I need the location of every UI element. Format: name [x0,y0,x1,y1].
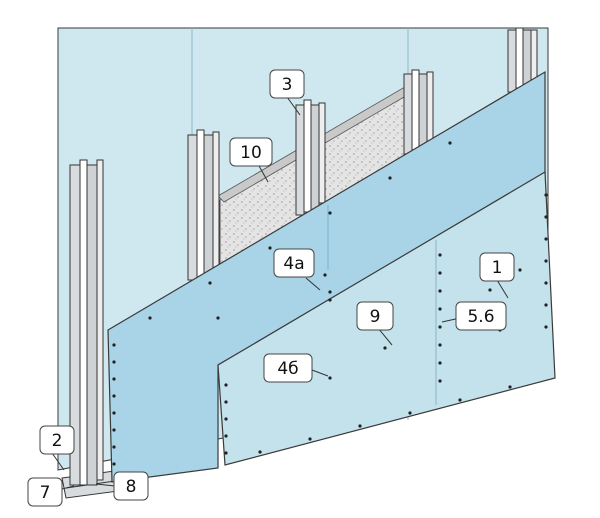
screw [224,400,228,404]
screw [438,307,442,311]
screw [112,462,116,466]
callout-label: 1 [492,258,503,278]
screw [438,361,442,365]
screw [258,450,262,454]
callout-label: 3 [282,75,293,95]
screw [438,289,442,293]
screw [438,379,442,383]
screw [518,268,522,272]
screw [112,360,116,364]
callout-4a: 4a [273,248,315,278]
callout-label: 8 [126,477,137,497]
screw [544,193,548,197]
screw [328,211,332,215]
screw [112,445,116,449]
screw [438,325,442,329]
screw [438,271,442,275]
screw [328,298,332,302]
callout-5-6: 5.6 [455,301,507,331]
screw [224,383,228,387]
leader-line [257,163,269,183]
callout-label: 4б [277,359,298,379]
callout-8: 8 [113,471,149,501]
metal-studs [69,27,538,486]
screw [488,288,492,292]
leader-line [496,279,509,299]
callout-label: 7 [40,483,51,503]
screw [544,215,548,219]
screw [544,237,548,241]
callout-label: 2 [52,431,63,451]
callout-4b: 4б [263,353,313,383]
screw [508,385,512,389]
screw [148,316,152,320]
callout-label: 4a [283,254,304,274]
leader-line [305,277,321,291]
callout-2: 2 [39,425,75,455]
screw [544,281,548,285]
screw [224,417,228,421]
stud [69,159,104,486]
screw [388,176,392,180]
screw [112,428,116,432]
screw [112,377,116,381]
leader-line [377,327,393,346]
screw [438,253,442,257]
callout-7: 7 [27,477,63,507]
stud [507,27,538,93]
callout-1: 1 [479,252,515,282]
leader-line [95,483,116,487]
screw [544,303,548,307]
callout-labels: 1 2 3 4a 4б 5.6 7 8 [27,69,515,507]
callout-9: 9 [356,301,394,331]
callout-10: 10 [229,137,273,167]
leader-line [311,369,329,377]
screw [358,424,362,428]
screw [112,411,116,415]
stud [295,99,326,216]
stud [187,129,220,281]
screw [408,411,412,415]
screw [328,290,332,294]
screw-fasteners [112,141,548,466]
callout-label: 9 [370,307,381,327]
leader-line [51,452,65,471]
screw [208,281,212,285]
callout-label: 10 [240,143,262,163]
screw [383,346,387,350]
screw [544,325,548,329]
screw [438,343,442,347]
screw [328,376,332,380]
callout-3: 3 [269,69,305,99]
leader-line [286,96,301,116]
callout-label: 5.6 [467,307,494,327]
screw [268,246,272,250]
screw [458,398,462,402]
screw [544,259,548,263]
screw [112,343,116,347]
screw [308,437,312,441]
screw [224,434,228,438]
screw [112,394,116,398]
screw [224,451,228,455]
screw [216,316,220,320]
screw [323,273,327,277]
screw [448,141,452,145]
